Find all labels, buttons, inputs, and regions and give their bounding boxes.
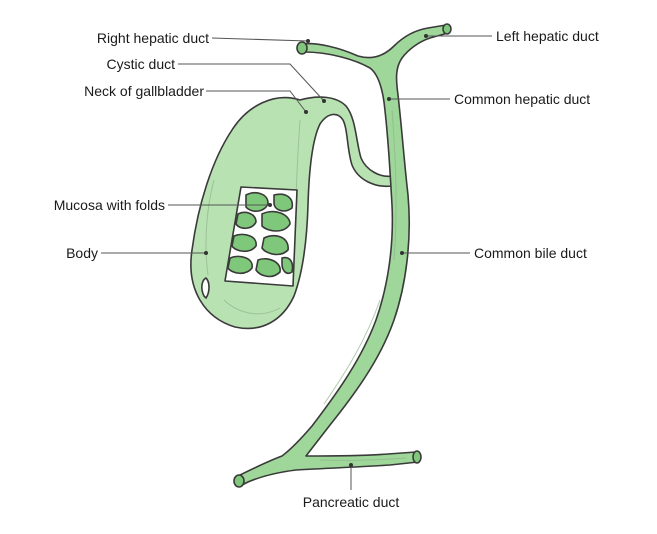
label-common-hepatic-duct: Common hepatic duct	[454, 91, 590, 107]
label-mucosa-with-folds: Mucosa with folds	[54, 197, 165, 213]
label-body: Body	[66, 245, 98, 261]
duct-system	[233, 23, 452, 488]
mucosa-fold-3	[235, 211, 257, 230]
mucosa-fold-4	[261, 210, 291, 232]
mucosa-window	[224, 186, 298, 287]
leader-neck-of-gallbladder	[206, 90, 307, 113]
label-right-hepatic-duct: Right hepatic duct	[97, 30, 209, 46]
mucosa-fold-6	[261, 234, 289, 256]
right-hepatic-duct-end	[296, 41, 308, 55]
leader-lines	[101, 34, 492, 490]
labels: Right hepatic duct Left hepatic duct Cys…	[54, 28, 599, 510]
label-cystic-duct: Cystic duct	[107, 56, 176, 72]
mucosa-fold-5	[231, 233, 257, 253]
leader-right-hepatic-duct	[211, 37, 309, 42]
label-pancreatic-duct: Pancreatic duct	[303, 494, 400, 510]
mucosa-fold-7	[227, 255, 253, 275]
bile-duct-tree	[235, 24, 449, 487]
mucosa-fold-8	[255, 257, 281, 278]
left-hepatic-duct-end	[442, 23, 452, 35]
label-common-bile-duct: Common bile duct	[474, 245, 587, 261]
pancreatic-duct-right-end	[412, 450, 422, 464]
label-neck-of-gallbladder: Neck of gallbladder	[84, 83, 204, 99]
body-slit	[201, 277, 210, 299]
mucosa-fold-9	[281, 256, 294, 275]
leader-cystic-duct	[178, 63, 325, 102]
label-left-hepatic-duct: Left hepatic duct	[496, 28, 599, 44]
mucosa-fold-1	[245, 192, 269, 212]
pancreatic-duct-left-end	[233, 474, 245, 488]
mucosa-fold-2	[273, 193, 294, 212]
